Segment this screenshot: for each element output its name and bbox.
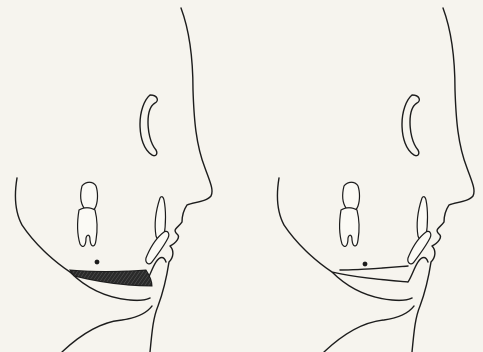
molar-teeth [78, 182, 98, 246]
mandibular-contour-line [340, 266, 408, 270]
reference-point [363, 262, 368, 267]
head-profile-outline [277, 8, 474, 352]
head-profile-outline [15, 8, 212, 352]
incisor-teeth [146, 197, 169, 264]
molar-teeth [340, 182, 360, 246]
reference-point [95, 260, 100, 265]
panel-left [15, 8, 212, 352]
panel-right [277, 8, 474, 352]
incisor-teeth [408, 197, 431, 264]
shaded-mandibular-region [70, 270, 152, 286]
